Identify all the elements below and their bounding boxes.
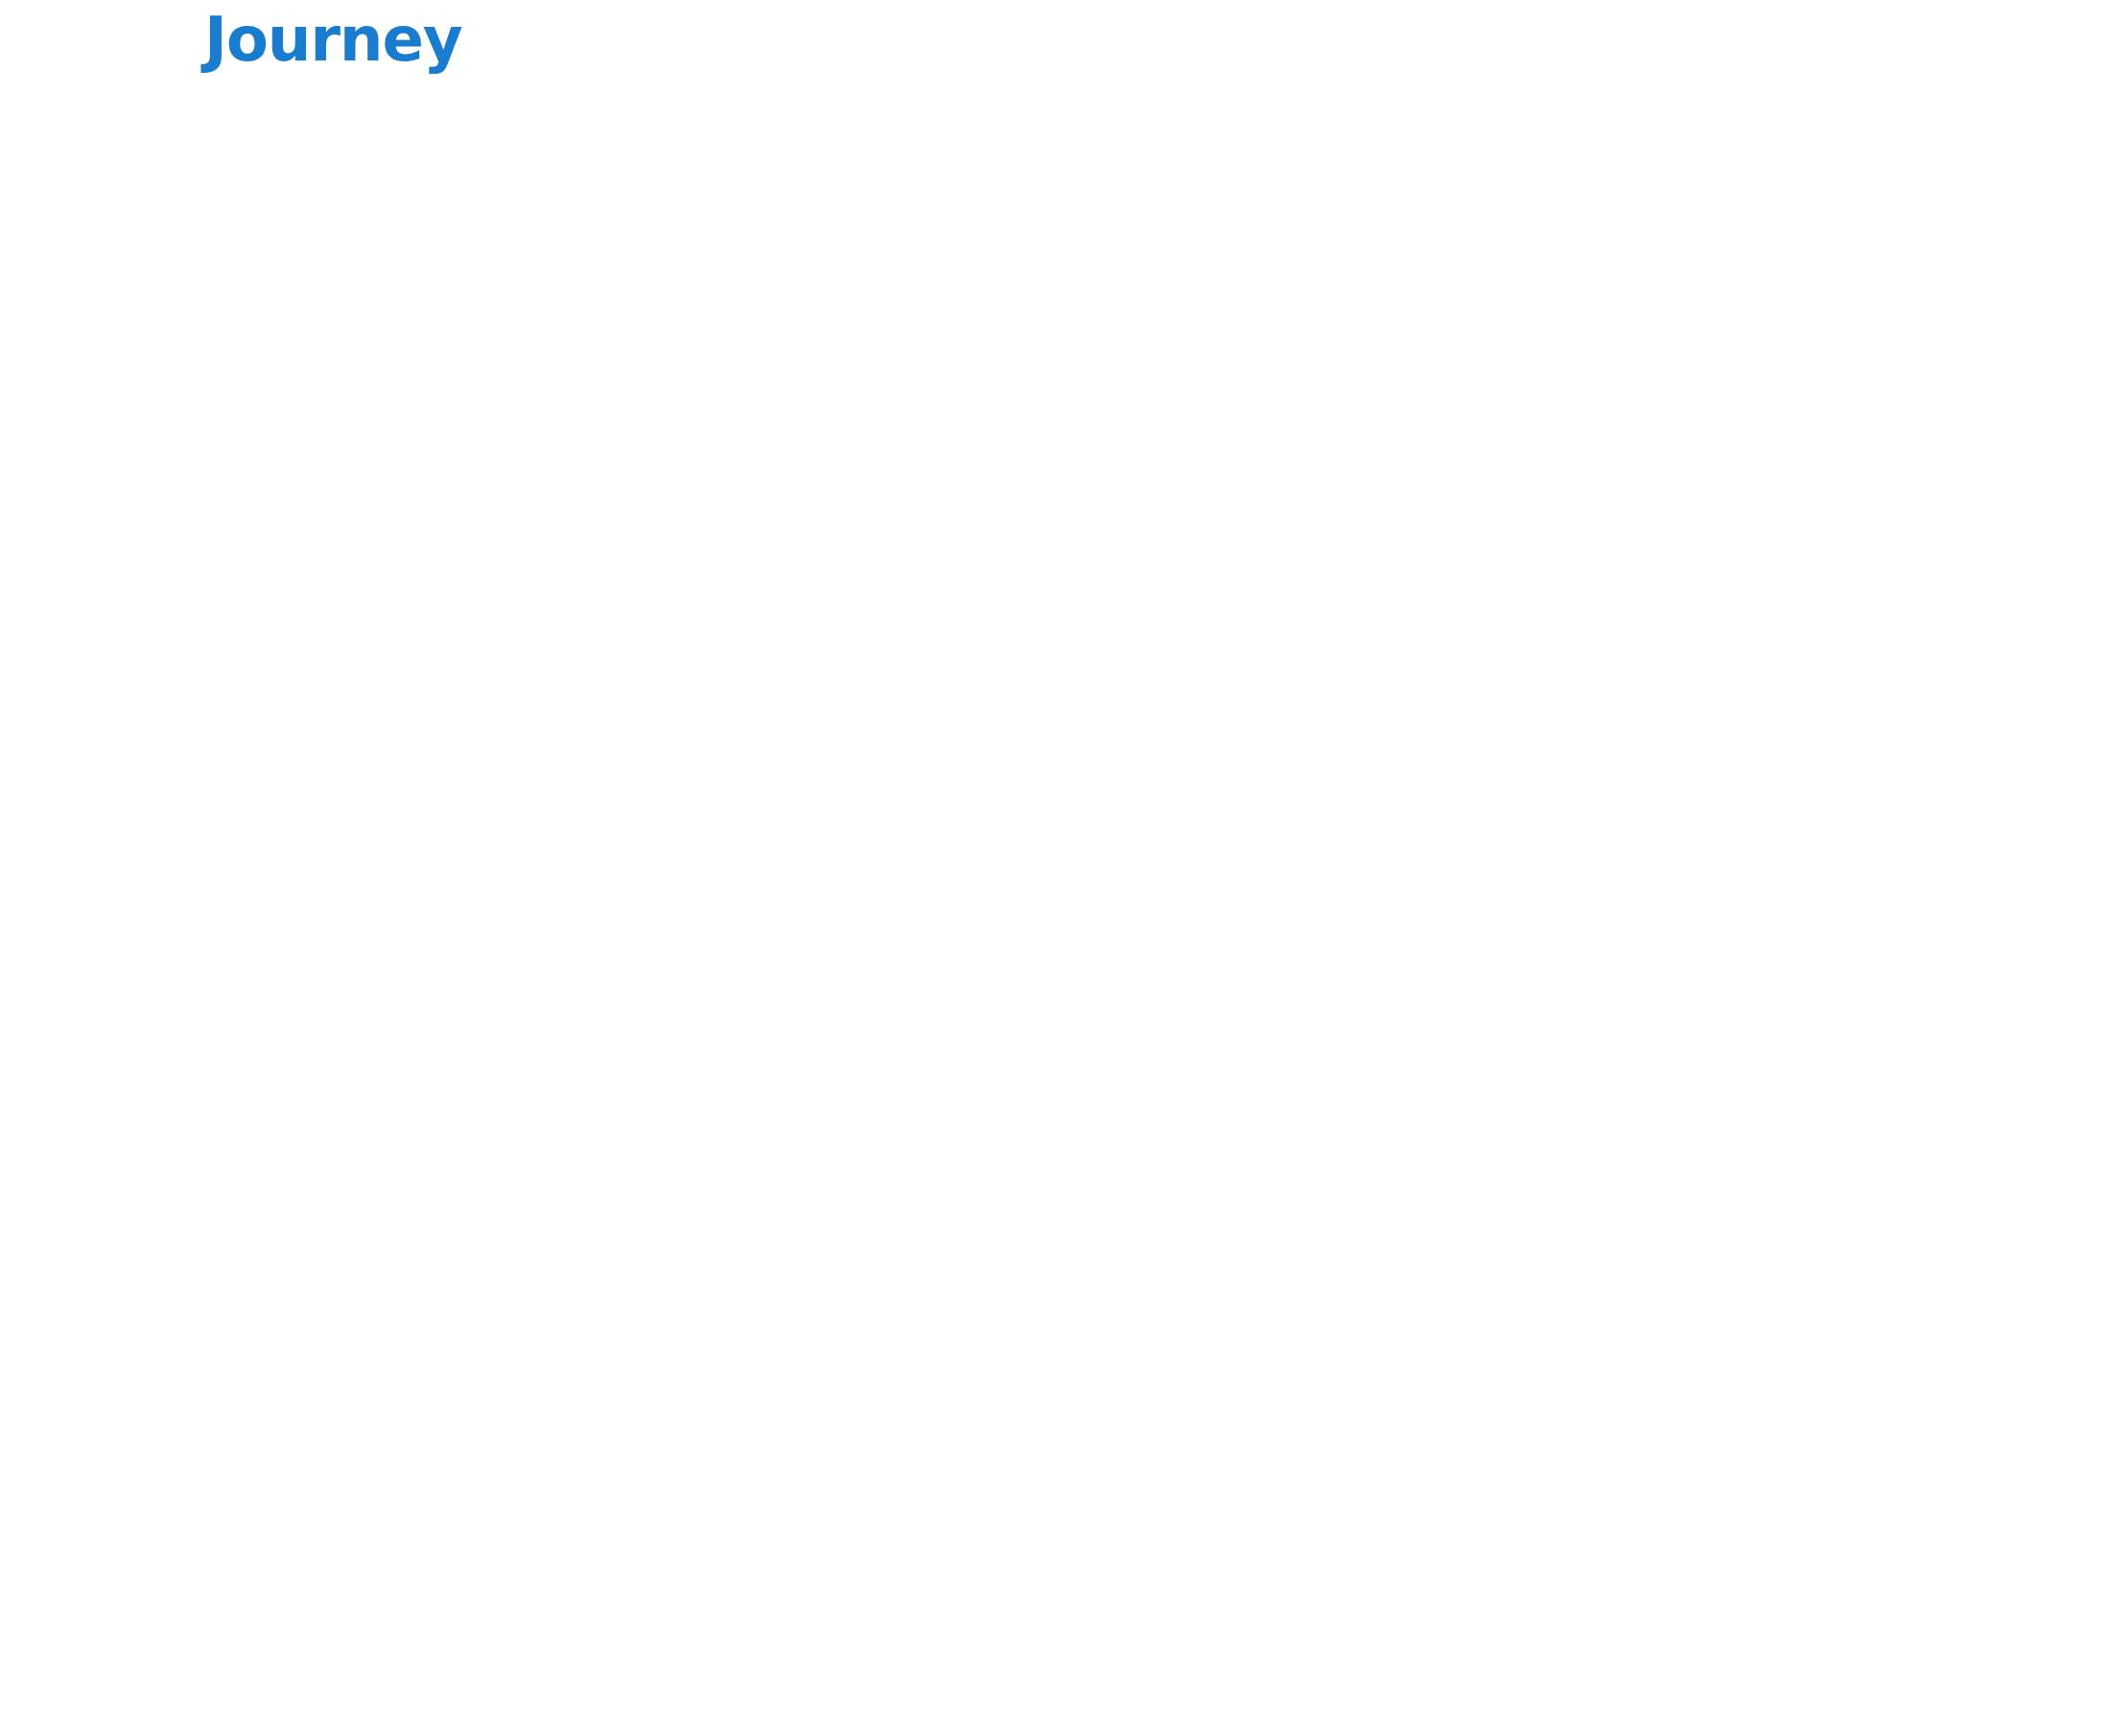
brand-logo-link[interactable]: Journey <box>204 5 463 76</box>
top-header: Journey <box>0 0 2119 96</box>
main-content-area <box>0 96 2119 1736</box>
